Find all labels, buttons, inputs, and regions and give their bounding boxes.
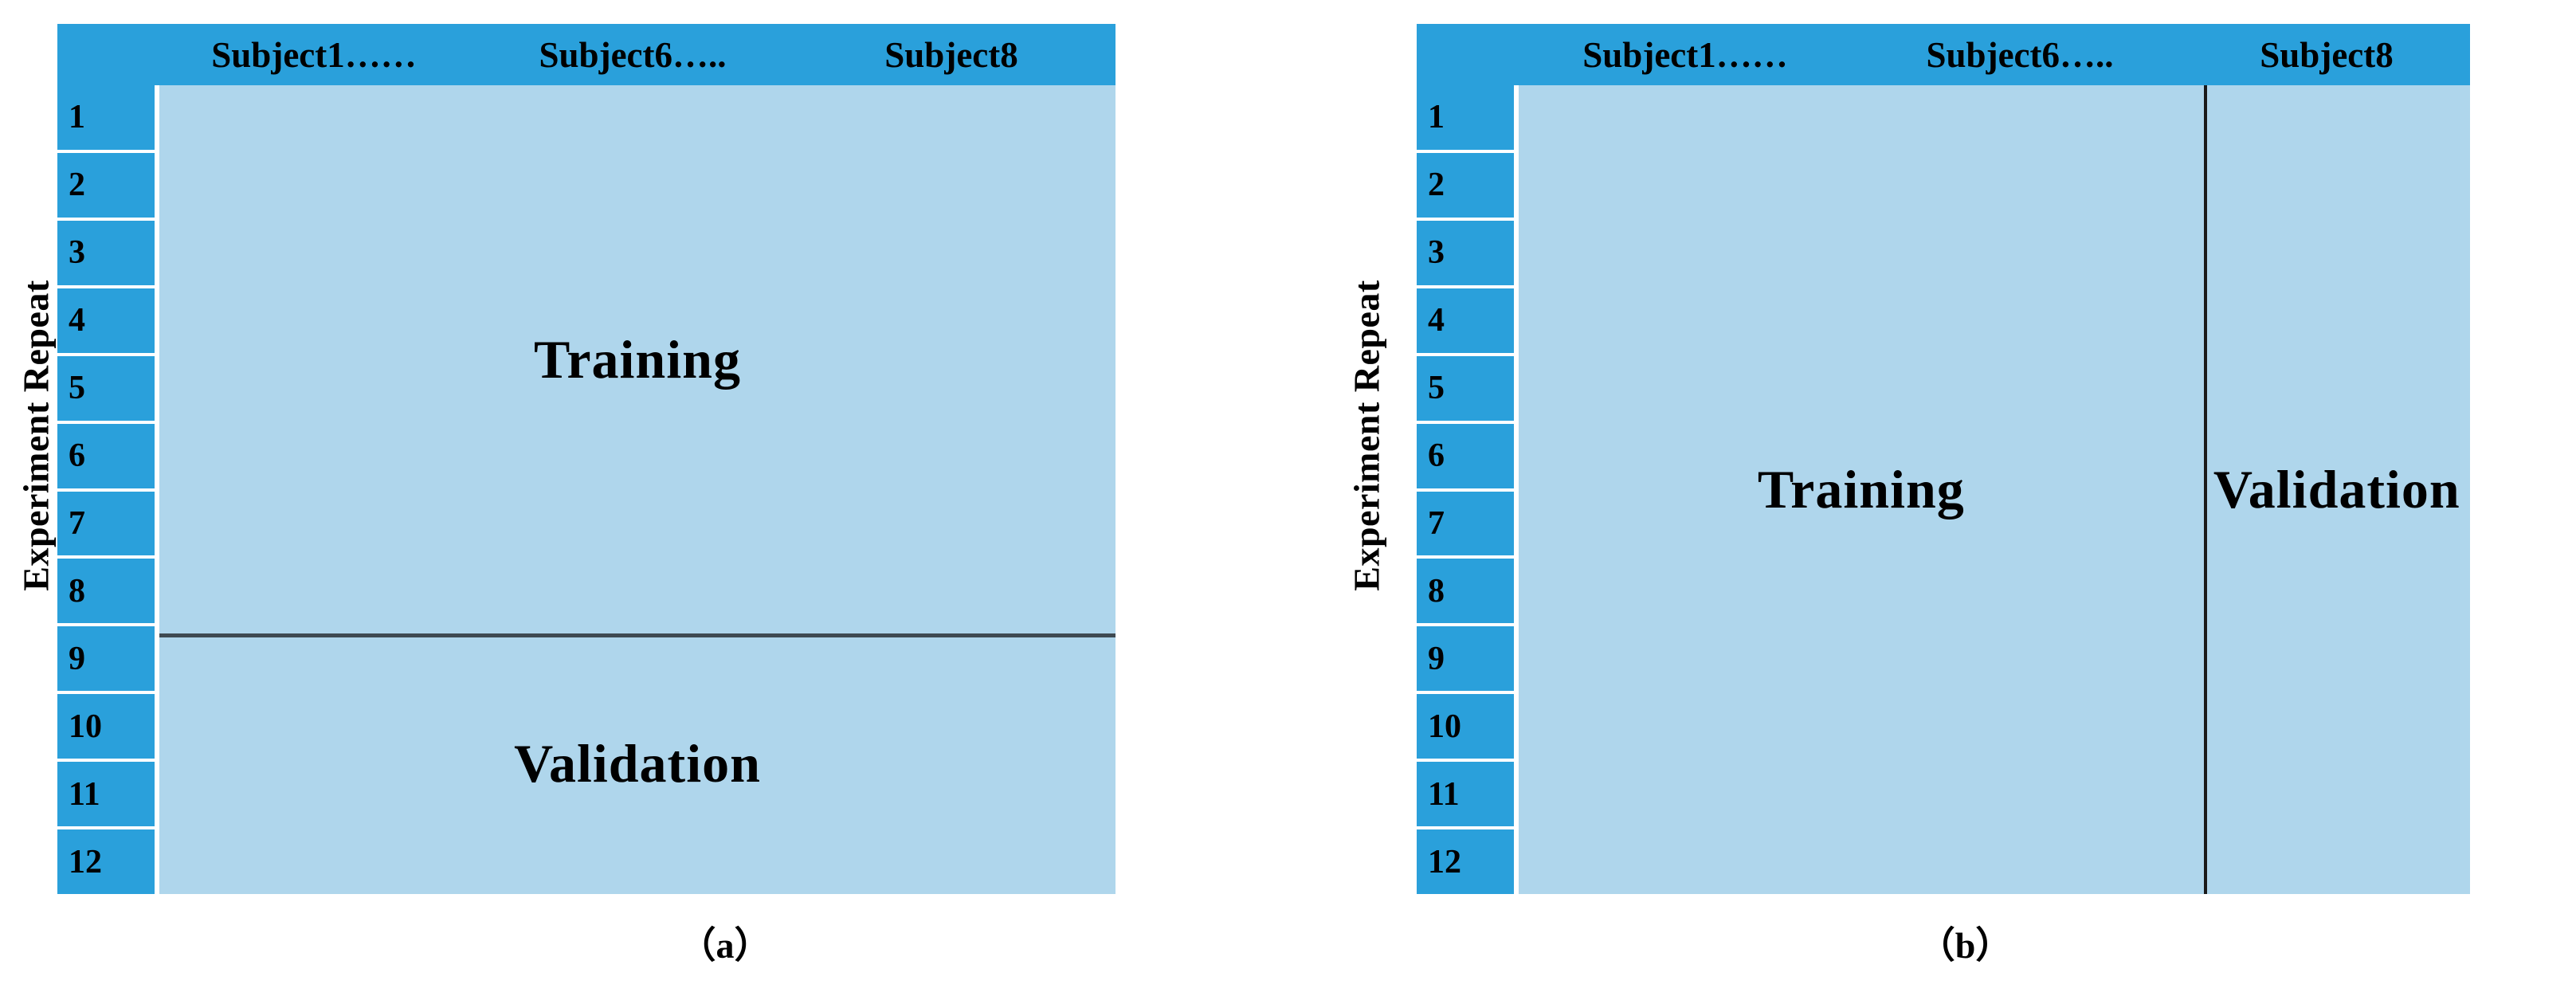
panel-a: Experiment Repeat Subject1…… Subject6…..… [0,24,1227,966]
row-number-cell: 4 [1417,288,1514,353]
validation-label-b: Validation [2213,459,2460,520]
row-number-cell: 7 [1417,491,1514,556]
row-number-cell: 10 [57,694,155,759]
panel-b: Experiment Repeat Subject1…… Subject6…..… [1347,0,2576,1000]
header-corner-b [1417,24,1514,85]
grid-a: Subject1…… Subject6….. Subject8 1 2 3 4 … [57,24,1115,895]
training-label-a: Training [534,328,741,390]
column-header-subject1-b: Subject1…… [1582,34,1788,75]
row-number-cell: 2 [1417,152,1514,218]
split-divider-b [2203,85,2207,894]
grid-b: Subject1…… Subject6….. Subject8 1 2 3 4 … [1417,24,2470,895]
validation-label-a: Validation [514,733,761,794]
training-label-b: Training [1757,459,1965,520]
content-area-b: Training Validation [1519,85,2470,894]
row-number-column-a: 1 2 3 4 5 6 7 8 9 10 11 12 [57,85,155,895]
validation-zone-b: Validation [2204,85,2470,894]
panel-a-inner: Subject1…… Subject6….. Subject8 1 2 3 4 … [0,24,1227,895]
row-number-cell: 5 [1417,355,1514,421]
header-row-b: Subject1…… Subject6….. Subject8 [1417,24,2470,85]
header-cells-b: Subject1…… Subject6….. Subject8 [1514,24,2470,85]
row-number-cell: 10 [1417,694,1514,759]
content-area-a: Training Validation [159,85,1115,894]
row-number-cell: 11 [57,762,155,827]
row-number-cell: 3 [57,220,155,285]
column-header-subject8-b: Subject8 [2260,34,2394,75]
column-header-subject1-a: Subject1…… [211,34,417,75]
column-header-subject6-b: Subject6….. [1926,34,2114,75]
row-number-cell: 3 [1417,220,1514,285]
column-header-subject8-a: Subject8 [884,34,1018,75]
row-number-cell: 12 [1417,829,1514,895]
row-number-cell: 1 [1417,85,1514,150]
training-zone-a: Training [159,85,1115,633]
header-row-a: Subject1…… Subject6….. Subject8 [57,24,1115,85]
row-number-cell: 1 [57,85,155,150]
row-number-cell: 7 [57,491,155,556]
training-zone-b: Training [1519,85,2204,894]
header-cells-a: Subject1…… Subject6….. Subject8 [155,24,1115,85]
split-divider-a [159,633,1115,638]
row-number-cell: 8 [57,559,155,624]
body-row-a: 1 2 3 4 5 6 7 8 9 10 11 12 [57,85,1115,895]
header-corner-a [57,24,155,85]
validation-zone-a: Validation [159,633,1115,894]
column-header-subject6-a: Subject6….. [539,34,727,75]
row-number-cell: 9 [1417,626,1514,692]
row-number-cell: 5 [57,355,155,421]
row-number-cell: 9 [57,626,155,692]
row-number-cell: 6 [1417,423,1514,488]
body-row-b: 1 2 3 4 5 6 7 8 9 10 11 12 [1417,85,2470,895]
row-number-cell: 2 [57,152,155,218]
row-number-column-b: 1 2 3 4 5 6 7 8 9 10 11 12 [1417,85,1514,895]
row-number-cell: 11 [1417,762,1514,827]
caption-b: （b） [1918,925,2013,966]
row-number-cell: 4 [57,288,155,353]
row-number-cell: 8 [1417,559,1514,624]
row-number-cell: 6 [57,423,155,488]
panel-b-inner: Subject1…… Subject6….. Subject8 1 2 3 4 … [1355,24,2510,895]
row-number-cell: 12 [57,829,155,895]
caption-a: （a） [679,925,771,966]
